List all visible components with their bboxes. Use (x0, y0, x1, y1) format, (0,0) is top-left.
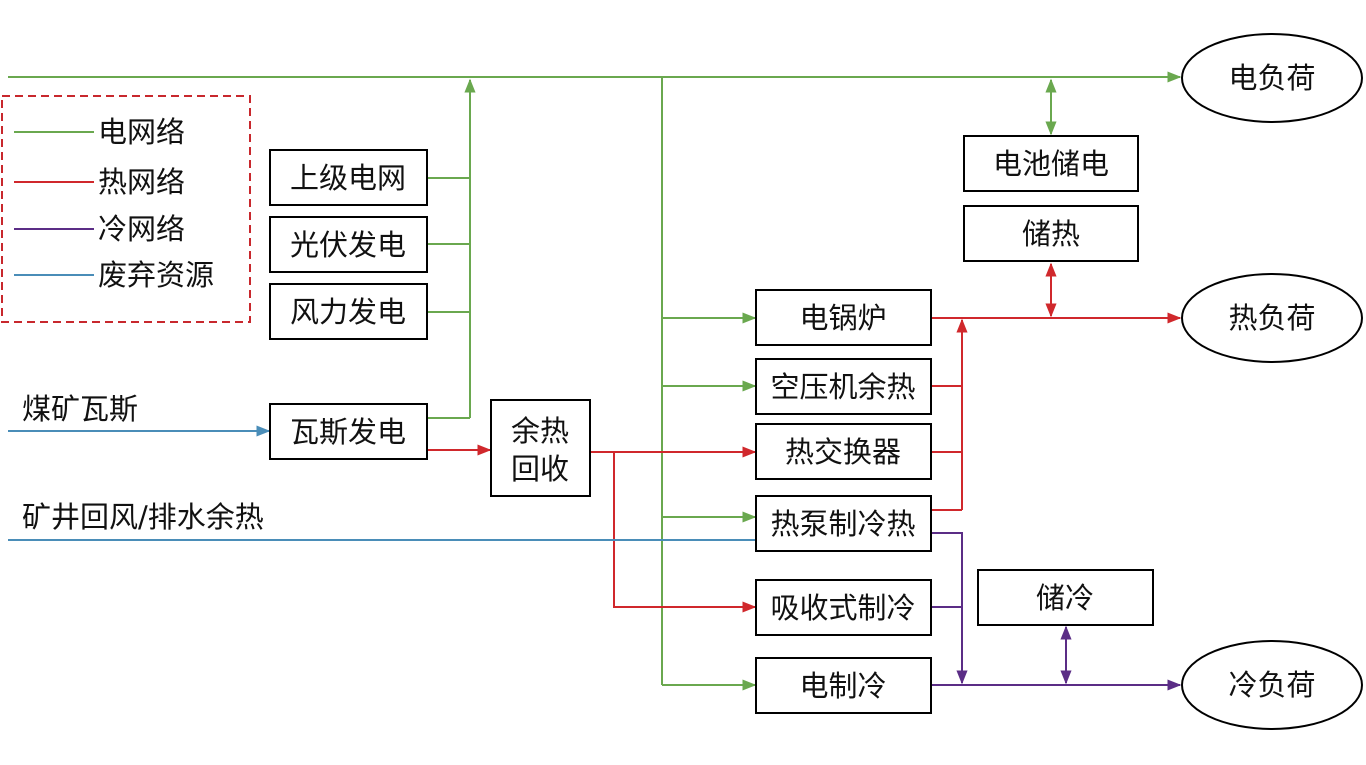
heat-network-lines (427, 262, 1182, 613)
node-grid-label: 上级电网 (290, 161, 406, 195)
waste-resource-lines (8, 425, 755, 541)
node-wind-label: 风力发电 (290, 295, 406, 329)
node-heat-storage-label: 储热 (1022, 217, 1080, 251)
legend-frame (1, 95, 251, 323)
node-gas-gen-label: 瓦斯发电 (290, 415, 406, 449)
node-waste-heat-label-1: 余热 (511, 414, 569, 448)
legend-label-electric: 电网络 (98, 115, 185, 149)
node-e-boiler: 电锅炉 (755, 289, 932, 346)
node-battery: 电池储电 (963, 135, 1139, 192)
legend-label-heat: 热网络 (98, 165, 185, 199)
legend-label-cold: 冷网络 (98, 212, 185, 246)
node-heat-exchanger: 热交换器 (755, 423, 932, 480)
load-electric: 电负荷 (1181, 33, 1363, 123)
cold-network-lines (931, 532, 1182, 691)
node-absorption-chiller: 吸收式制冷 (755, 579, 932, 636)
load-heat: 热负荷 (1181, 273, 1363, 363)
node-cold-storage-label: 储冷 (1036, 581, 1094, 615)
node-heat-pump: 热泵制冷热 (755, 495, 932, 552)
node-battery-label: 电池储电 (993, 147, 1109, 181)
node-electric-chiller: 电制冷 (755, 657, 932, 714)
node-e-boiler-label: 电锅炉 (799, 301, 886, 335)
cold-collector-vertical (931, 532, 968, 685)
node-heat-exchanger-label: 热交换器 (785, 435, 901, 469)
node-air-compressor: 空压机余热 (755, 358, 932, 415)
node-waste-heat-recovery: 余热 回收 (490, 399, 591, 497)
node-pv-label: 光伏发电 (290, 228, 406, 262)
node-electric-chiller-label: 电制冷 (799, 669, 886, 703)
legend-label-waste: 废弃资源 (98, 258, 214, 292)
load-cold-label: 冷负荷 (1228, 668, 1315, 702)
load-heat-label: 热负荷 (1228, 301, 1315, 335)
node-heat-pump-label: 热泵制冷热 (770, 507, 915, 541)
node-absorption-chiller-label: 吸收式制冷 (770, 591, 915, 625)
electric-network-lines (8, 71, 1182, 691)
node-cold-storage: 储冷 (977, 569, 1154, 626)
wasteheat-to-absorption (613, 452, 757, 613)
node-pv: 光伏发电 (269, 216, 428, 273)
node-heat-storage: 储热 (963, 205, 1139, 262)
legend: 电网络 热网络 冷网络 废弃资源 (1, 95, 251, 323)
node-grid: 上级电网 (269, 149, 428, 206)
input-label-gas: 煤矿瓦斯 (22, 392, 138, 426)
node-waste-heat-label-2: 回收 (511, 452, 569, 486)
node-wind: 风力发电 (269, 283, 428, 340)
input-label-mine-air: 矿井回风/排水余热 (22, 500, 264, 534)
load-cold: 冷负荷 (1181, 640, 1363, 730)
node-air-compressor-label: 空压机余热 (770, 370, 915, 404)
node-gas-gen: 瓦斯发电 (269, 403, 428, 460)
load-electric-label: 电负荷 (1228, 61, 1315, 95)
